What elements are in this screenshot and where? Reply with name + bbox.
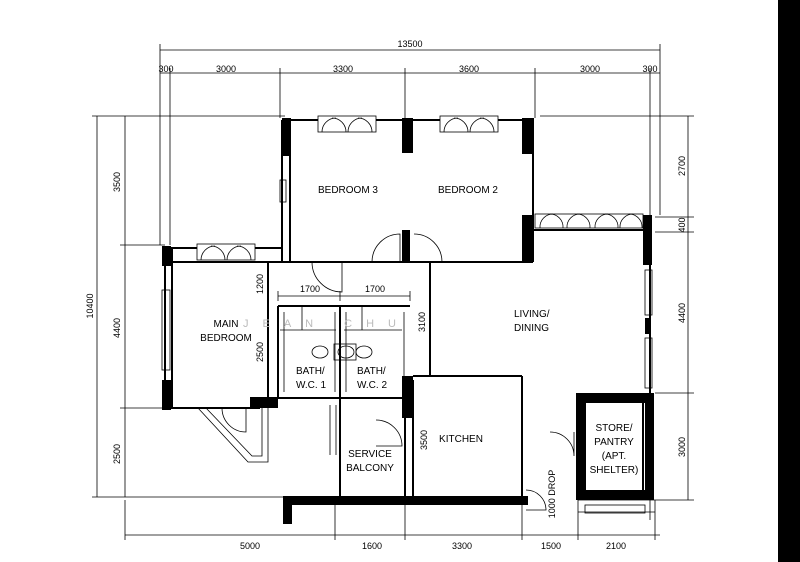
watermark: JEAN CHU	[243, 318, 410, 330]
drop-door	[525, 489, 547, 511]
label-store-2: PANTRY	[594, 437, 634, 448]
dim-left-total: 10400	[85, 293, 95, 318]
floor-plan: 13500 300 3000 3300 3600 3000 300 10400 …	[85, 39, 694, 551]
bedroom3-window	[317, 115, 377, 133]
label-main-bedroom-1: MAIN	[214, 319, 239, 330]
label-service-balcony-2: BALCONY	[346, 463, 394, 474]
label-bedroom-3: BEDROOM 3	[318, 185, 378, 196]
dim-left-1: 3500	[112, 172, 122, 192]
dim-top-5: 3000	[580, 64, 600, 74]
dim-top-1: 300	[158, 64, 173, 74]
interior-dimensions: 1700 1700 1200 2500 3100 3500 1000 DROP	[255, 274, 557, 518]
dim-bottom-3: 3300	[452, 541, 472, 551]
solid-walls	[162, 118, 654, 524]
dim-bottom-4: 1500	[541, 541, 561, 551]
living-side-window-upper	[644, 269, 653, 316]
dim-top-4: 3600	[459, 64, 479, 74]
room-labels: BEDROOM 3 BEDROOM 2 MAIN BEDROOM LIVING/…	[200, 185, 638, 476]
bedroom3-side-window	[279, 179, 287, 203]
dim-right-1: 2700	[677, 156, 687, 176]
label-living-1: LIVING/	[514, 309, 550, 320]
dim-top-total: 13500	[397, 39, 422, 49]
fixtures	[280, 329, 402, 361]
label-bath1-1: BATH/	[296, 366, 325, 377]
dim-right-4: 3000	[677, 437, 687, 457]
dim-main-bed-2500: 2500	[255, 342, 265, 362]
main-bedroom-door	[311, 261, 343, 293]
store-bottom-window	[584, 504, 646, 514]
label-service-balcony-1: SERVICE	[348, 449, 392, 460]
label-bath2-1: BATH/	[357, 366, 386, 377]
label-bedroom-2: BEDROOM 2	[438, 185, 498, 196]
dim-drop: 1000 DROP	[547, 470, 557, 519]
bottom-dimensions: 5000 1600 3300 1500 2100	[124, 500, 660, 551]
right-dimensions: 2700 400 4400 3000	[540, 115, 694, 501]
dim-top-3: 3300	[333, 64, 353, 74]
doors	[221, 233, 575, 511]
dim-top-2: 3000	[216, 64, 236, 74]
living-side-window-lower	[644, 337, 653, 389]
main-bedroom-window	[196, 243, 256, 261]
store-door	[549, 431, 575, 457]
label-living-2: DINING	[514, 323, 549, 334]
dim-corridor-1200: 1200	[255, 274, 265, 294]
label-kitchen: KITCHEN	[439, 434, 483, 445]
left-dimensions: 10400 3500 4400 2500	[85, 115, 285, 498]
bedroom2-door	[413, 233, 443, 263]
bedroom2-window	[439, 115, 499, 133]
dim-left-3: 2500	[112, 444, 122, 464]
dim-bottom-2: 1600	[362, 541, 382, 551]
dim-right-2: 400	[677, 217, 687, 232]
bath1-basin	[311, 345, 329, 359]
dim-bath1-width: 1700	[300, 284, 320, 294]
label-bath2-2: W.C. 2	[357, 380, 387, 391]
shared-vanity	[333, 343, 357, 361]
dim-kitchen-3500: 3500	[419, 430, 429, 450]
bath1-toilet	[337, 345, 355, 359]
label-bath1-2: W.C. 1	[296, 380, 326, 391]
dim-left-2: 4400	[112, 318, 122, 338]
label-store-4: SHELTER)	[590, 465, 639, 476]
dim-top-6: 300	[642, 64, 657, 74]
label-store-3: (APT.	[602, 451, 626, 462]
dim-right-3: 4400	[677, 303, 687, 323]
main-bedroom-side-window	[161, 289, 171, 371]
label-store-1: STORE/	[595, 423, 632, 434]
bedroom3-door	[371, 233, 401, 263]
dim-living-3100: 3100	[417, 312, 427, 332]
living-window	[534, 213, 644, 229]
kitchen-door	[375, 419, 403, 447]
bay-door	[221, 407, 247, 433]
dim-bottom-5: 2100	[606, 541, 626, 551]
bath2-basin	[355, 345, 373, 359]
windows	[161, 115, 653, 514]
label-main-bedroom-2: BEDROOM	[200, 333, 252, 344]
top-dimensions: 13500 300 3000 3300 3600 3000 300	[158, 39, 661, 245]
dim-bottom-1: 5000	[240, 541, 260, 551]
dim-bath2-width: 1700	[365, 284, 385, 294]
